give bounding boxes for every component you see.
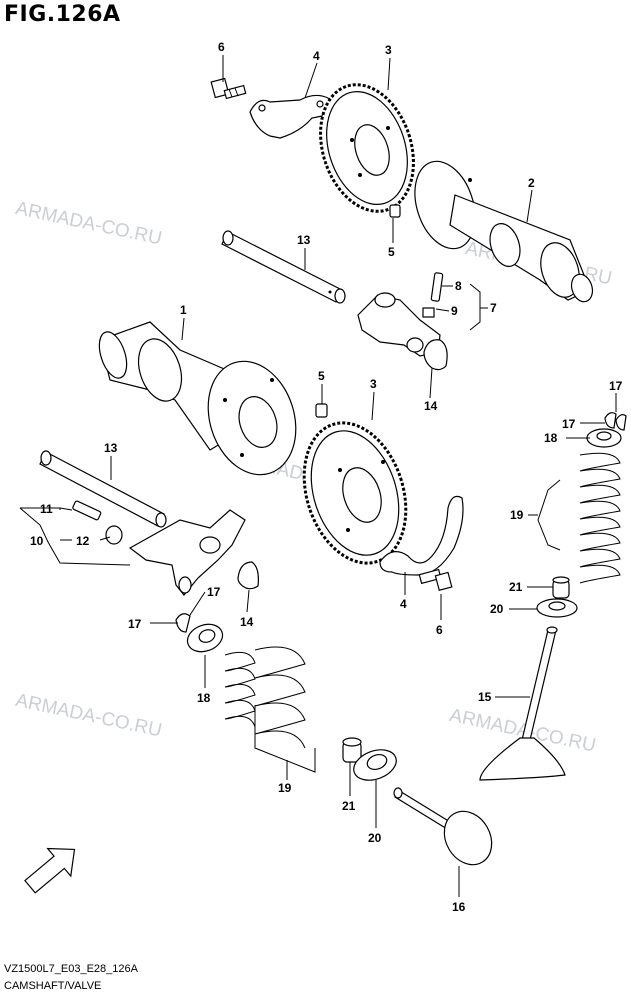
cam-sprocket-upper (319, 83, 415, 213)
valve-spring-right (579, 452, 621, 584)
callout-15: 15 (478, 690, 492, 704)
dowel-pin-upper (389, 204, 401, 218)
callout-4: 4 (400, 597, 407, 611)
camshaft-exhaust (414, 160, 594, 303)
valve-spring-left (224, 646, 306, 749)
callout-1: 1 (180, 303, 187, 317)
rocker-arm-shaft-lower (39, 450, 167, 528)
callout-13: 13 (297, 233, 311, 247)
thrust-washer-upper (423, 339, 448, 371)
callout-8: 8 (455, 279, 462, 293)
callout-3: 3 (370, 377, 377, 391)
valve-cotter-left (175, 613, 191, 633)
section-name: CAMSHAFT/VALVE (4, 980, 102, 992)
callout-20: 20 (490, 602, 504, 616)
rocker-arm-lower (128, 509, 246, 596)
adjusting-screw-upper (430, 272, 444, 302)
lock-nut-upper (422, 307, 435, 318)
callout-5: 5 (318, 369, 325, 383)
exhaust-valve (393, 787, 493, 866)
callout-6: 6 (436, 623, 443, 637)
bolt-lower (418, 568, 453, 592)
cam-sprocket-lower (302, 421, 408, 565)
callout-19: 19 (510, 508, 524, 522)
model-code: VZ1500L7_E03_E28_126A (4, 963, 138, 975)
callout-12: 12 (76, 534, 90, 548)
callout-11: 11 (40, 502, 53, 516)
callout-3: 3 (385, 43, 392, 57)
callout-14: 14 (424, 399, 438, 413)
callout-16: 16 (452, 900, 466, 914)
valve-cotter-right-b (615, 414, 627, 431)
forward-arrow-icon: FWD (24, 847, 76, 894)
callout-21: 21 (509, 580, 523, 594)
callout-17: 17 (128, 617, 142, 631)
callout-19: 19 (278, 781, 292, 795)
valve-spring-seat-left (353, 749, 397, 781)
valve-stem-seal-left (342, 737, 362, 763)
leader-lines (19, 55, 617, 897)
callout-18: 18 (544, 431, 558, 445)
callout-21: 21 (342, 799, 356, 813)
callout-10: 10 (30, 534, 44, 548)
valve-spring-retainer-right (586, 428, 622, 448)
callout-7: 7 (490, 301, 497, 315)
callouts: 6 4 3 2 5 13 8 9 7 14 1 5 3 13 11 10 12 … (30, 40, 623, 914)
callout-14: 14 (240, 615, 254, 629)
callout-17: 17 (562, 417, 576, 431)
dowel-pin-lower (315, 403, 328, 418)
intake-valve (479, 626, 566, 781)
callout-2: 2 (528, 176, 535, 190)
valve-spring-seat-right (536, 598, 578, 618)
bolt-upper (210, 77, 247, 100)
lock-nut-lower (105, 525, 123, 545)
callout-9: 9 (451, 304, 458, 318)
callout-5: 5 (388, 245, 395, 259)
valve-spring-retainer-left (186, 623, 224, 653)
cam-chain-guide-lower (379, 495, 464, 576)
callout-13: 13 (104, 441, 118, 455)
callout-17: 17 (609, 379, 623, 393)
callout-18: 18 (197, 691, 211, 705)
adjusting-screw-lower (72, 500, 102, 521)
callout-4: 4 (313, 49, 320, 63)
thrust-washer-lower (237, 561, 259, 590)
valve-cotter-right-a (604, 412, 617, 429)
camshaft-intake (98, 321, 297, 476)
figure-title: FIG.126A (4, 2, 121, 27)
valve-stem-seal-right (552, 576, 570, 599)
rocker-arm-shaft-upper (221, 230, 346, 304)
callout-17: 17 (207, 585, 221, 599)
callout-6: 6 (218, 40, 225, 54)
callout-20: 20 (368, 831, 382, 845)
